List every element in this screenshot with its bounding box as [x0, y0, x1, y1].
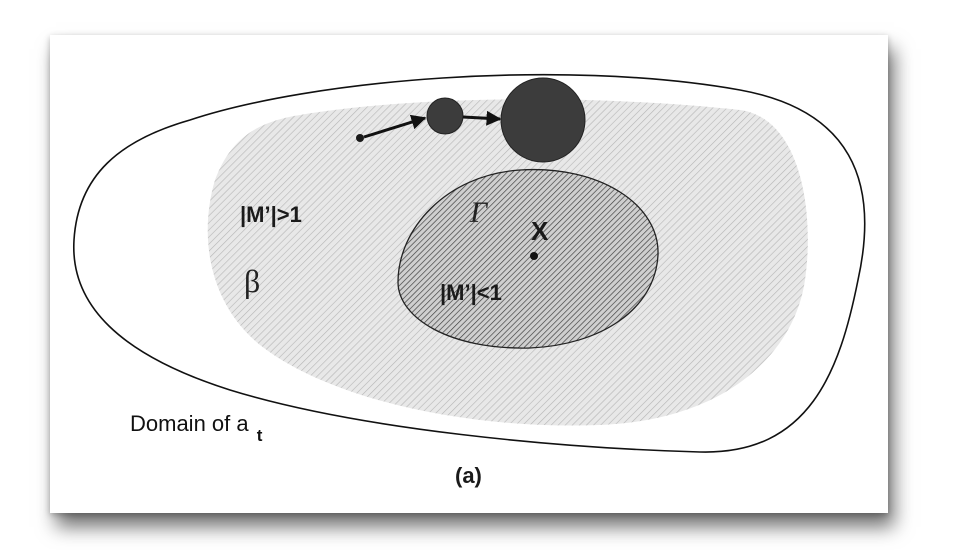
domain-label: Domain of a t [130, 411, 263, 445]
fixed-point-dot [530, 252, 538, 260]
inner-region-label: |M’|<1 [440, 280, 502, 305]
domain-label-subscript: t [257, 426, 263, 445]
domain-label-text: Domain of a [130, 411, 249, 436]
trajectory-arrow-1 [363, 114, 427, 139]
trajectory-arrow-2 [462, 110, 502, 126]
start-point [356, 134, 364, 142]
figure-caption: (a) [455, 463, 482, 488]
medium-circle [426, 97, 464, 135]
beta-label: β [244, 263, 260, 299]
gamma-region [397, 168, 659, 349]
gamma-label: Γ [469, 196, 489, 229]
large-circle [500, 77, 586, 163]
outer-region-label: |M’|>1 [240, 202, 302, 227]
point-x-label: X [531, 216, 549, 246]
